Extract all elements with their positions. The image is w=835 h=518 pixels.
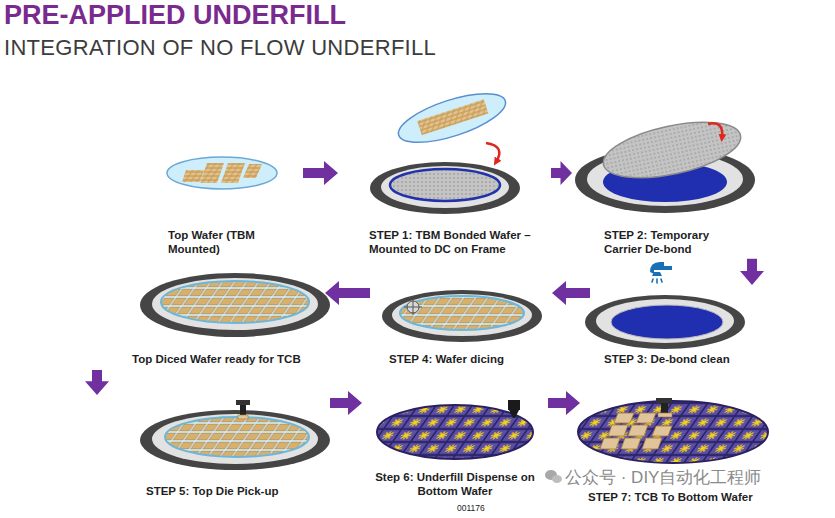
process-step: STEP 5: Top Die Pick-up [85,395,330,500]
flow-arrow [325,281,370,305]
process-step: Top Diced Wafer ready for TCB [85,262,325,370]
watermark: 公众号 · DIY自动化工程师 [565,466,761,489]
flow-arrow [85,370,109,395]
step-caption: Top Wafer (TBM Mounted) [168,228,255,257]
flow-arrow [740,259,764,285]
flow-arrow [552,281,590,305]
process-step: Step 6: Underfill Dispense on Bottom Waf… [362,395,548,501]
step-caption: STEP 2: Temporary Carrier De-bond [604,228,724,257]
subtitle: INTEGRATION OF NO FLOW UNDERFILL [4,35,436,61]
step-caption: STEP 4: Wafer dicing [389,352,544,366]
process-step: STEP 7: TCB To Bottom Wafer [580,395,772,506]
step-caption: STEP 1: TBM Bonded Wafer – Mounted to DC… [369,228,549,257]
step-caption: STEP 5: Top Die Pick-up [146,484,321,498]
step-caption: Top Diced Wafer ready for TCB [132,352,322,366]
flow-arrow [330,391,362,415]
step-caption: STEP 3: De-bond clean [604,352,759,366]
flow-arrow [303,161,338,185]
process-step: STEP 1: TBM Bonded Wafer – Mounted to DC… [338,85,551,260]
process-step: STEP 4: Wafer dicing [370,262,552,372]
figure-number: 001176 [457,503,485,513]
process-step: Top Wafer (TBM Mounted) [160,100,303,260]
process-step: STEP 3: De-bond clean [590,285,765,373]
process-step: STEP 2: Temporary Carrier De-bond [572,95,765,259]
step-caption: STEP 7: TCB To Bottom Wafer [588,490,770,504]
step-caption: Step 6: Underfill Dispense on Bottom Waf… [370,470,540,499]
flow-arrow [548,391,580,415]
diagram-title: PRE-APPLIED UNDERFILL [4,0,346,31]
flow-arrow [551,161,572,185]
